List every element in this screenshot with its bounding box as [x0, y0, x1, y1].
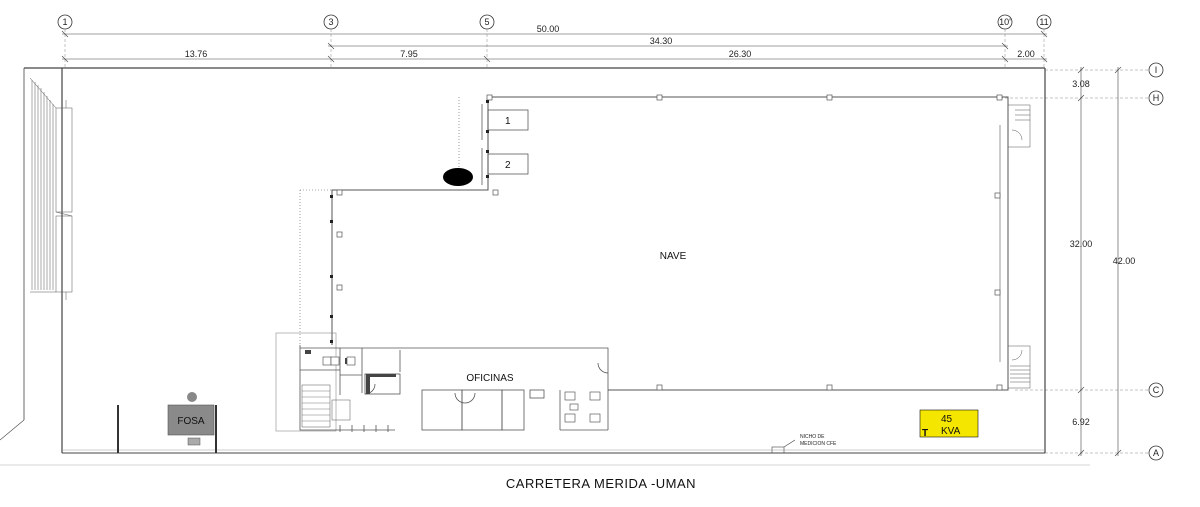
right-stairs-top — [1007, 104, 1031, 148]
grid-label-col-1: 1 — [62, 17, 67, 27]
row-grid — [1148, 62, 1164, 461]
column-markers — [336, 94, 1003, 391]
column-grid-lines — [64, 29, 1045, 68]
grid-label-col-5: 5 — [484, 17, 489, 27]
dim-seg-3: 26.30 — [729, 49, 752, 59]
top-dimension-lines — [61, 30, 1048, 63]
grid-bubble-row-C — [1148, 382, 1164, 398]
property-boundary — [0, 67, 1090, 466]
dim-right-seg-1: 3.08 — [1072, 79, 1090, 89]
row-grid-labels: I H C A — [1153, 65, 1160, 458]
grid-label-col-10: 10' — [999, 17, 1011, 27]
grid-label-col-3: 3 — [328, 17, 333, 27]
dim-right-seg-2: 32.00 — [1070, 239, 1093, 249]
transformer-capacity-unit: KVA — [941, 426, 961, 437]
loading-docks — [481, 104, 529, 185]
dim-seg-4: 2.00 — [1017, 49, 1035, 59]
meter-note-line2: MEDICION CFE — [800, 441, 837, 447]
road-label: CARRETERA MERIDA -UMAN — [506, 476, 696, 491]
row-grid-lines — [1000, 69, 1149, 454]
dock-2 — [487, 153, 529, 175]
office-wall-fills — [305, 350, 396, 394]
dim-right-seg-3: 6.92 — [1072, 417, 1090, 427]
dim-overall: 50.00 — [537, 24, 560, 34]
oficinas-label: OFICINAS — [466, 373, 514, 384]
grid-label-row-I: I — [1155, 65, 1158, 75]
dim-seg-1: 13.76 — [185, 49, 208, 59]
offices-block — [275, 332, 609, 432]
grid-bubble-row-A — [1148, 445, 1164, 461]
dock-1-label: 1 — [505, 116, 511, 127]
cistern-marker — [443, 168, 473, 186]
grid-label-row-A: A — [1153, 448, 1159, 458]
transformer-block: T 45 KVA — [919, 409, 979, 439]
fosa-label: FOSA — [177, 416, 205, 427]
column-grid-labels: 1 3 5 10' 11 — [62, 17, 1048, 27]
grid-label-row-H: H — [1153, 93, 1160, 103]
grid-bubble-row-H — [1148, 90, 1164, 106]
nave-outline — [299, 96, 1009, 391]
grid-label-row-C: C — [1153, 385, 1160, 395]
right-dimension-texts: 3.08 32.00 6.92 42.00 — [1070, 79, 1136, 427]
dim-subtotal: 34.30 — [650, 36, 673, 46]
fosa-area — [117, 392, 217, 453]
left-adjacent-structure — [29, 77, 73, 300]
transformer-letter: T — [922, 428, 928, 439]
right-stairs-bottom — [1007, 345, 1031, 389]
transformer-capacity-number: 45 — [941, 414, 953, 425]
bathroom-fixtures — [322, 356, 601, 423]
dim-right-total: 42.00 — [1113, 256, 1136, 266]
dock-2-label: 2 — [505, 160, 511, 171]
transformer-icon — [919, 409, 979, 438]
top-dimension-texts: 50.00 34.30 13.76 7.95 26.30 2.00 — [185, 24, 1035, 59]
nave-label: NAVE — [660, 251, 687, 262]
grid-label-col-11: 11 — [1039, 17, 1048, 27]
wall-posts — [330, 100, 489, 343]
right-dimension-lines — [1077, 66, 1122, 457]
meter-niche — [771, 439, 796, 454]
grid-bubble-row-I — [1148, 62, 1164, 78]
dim-seg-2: 7.95 — [400, 49, 418, 59]
dock-1 — [487, 109, 529, 131]
meter-note-line1: NICHO DE — [800, 434, 825, 440]
